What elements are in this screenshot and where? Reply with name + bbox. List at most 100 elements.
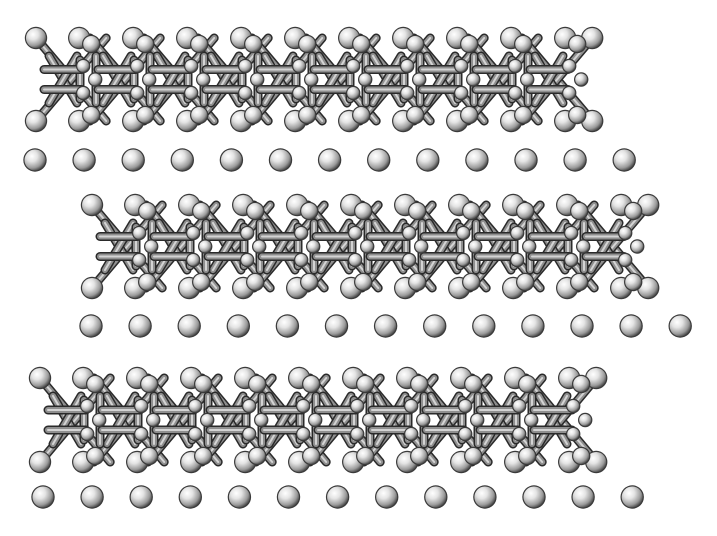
inner-atom bbox=[187, 254, 200, 266]
bond-highlight bbox=[322, 395, 352, 445]
top-atom-back bbox=[195, 376, 212, 392]
top-atom-back bbox=[461, 36, 478, 52]
terminal-atom bbox=[82, 195, 102, 215]
bond-highlight bbox=[428, 222, 458, 271]
interlayer-atom bbox=[327, 486, 349, 508]
center-atom bbox=[197, 73, 210, 86]
top-atom-back bbox=[407, 36, 424, 52]
interlayer-atom bbox=[474, 486, 496, 508]
top-atom-back bbox=[303, 376, 320, 392]
interlayer-atom bbox=[571, 315, 593, 337]
inner-atom bbox=[509, 60, 522, 72]
interlayer-atom bbox=[129, 315, 151, 337]
inner-atom bbox=[135, 400, 148, 412]
bond-highlight bbox=[48, 55, 78, 104]
terminal-atom bbox=[582, 111, 603, 131]
bond-highlight bbox=[480, 55, 510, 104]
interlayer-atom bbox=[424, 315, 446, 337]
interlayer-atom bbox=[228, 486, 250, 508]
inner-atom bbox=[81, 400, 94, 412]
inner-atom bbox=[513, 428, 526, 440]
terminal-atom bbox=[82, 278, 102, 298]
interlayer-atom bbox=[515, 149, 537, 171]
inner-atom bbox=[189, 400, 202, 412]
terminal-atom bbox=[30, 452, 50, 472]
interlayer-atom bbox=[80, 315, 102, 337]
inner-atom bbox=[349, 227, 362, 239]
bond-highlight bbox=[52, 395, 82, 445]
bond-highlight bbox=[210, 55, 240, 104]
inner-atom bbox=[131, 87, 144, 99]
top-atom-back bbox=[299, 36, 316, 52]
bond-highlight bbox=[374, 222, 404, 271]
bottom-atom-back bbox=[139, 274, 156, 290]
top-atom-back bbox=[191, 36, 208, 52]
bond-highlight bbox=[372, 55, 402, 104]
interlayer-atom bbox=[171, 149, 193, 171]
top-atom-back bbox=[569, 36, 586, 52]
inner-atom bbox=[243, 400, 256, 412]
bond-highlight bbox=[482, 222, 512, 271]
bond-highlight bbox=[156, 55, 186, 104]
bond-highlight bbox=[214, 395, 244, 445]
center-atom bbox=[523, 240, 536, 253]
interlayer-atom-row bbox=[79, 314, 692, 338]
bottom-atom-back bbox=[87, 448, 104, 464]
inner-atom bbox=[77, 60, 90, 72]
bond-highlight bbox=[430, 395, 460, 445]
inner-atom bbox=[459, 400, 472, 412]
inner-atom bbox=[401, 87, 414, 99]
bottom-atom-back bbox=[353, 107, 370, 123]
inner-atom bbox=[455, 60, 468, 72]
bottom-atom-back bbox=[299, 107, 316, 123]
bond-highlight bbox=[102, 55, 132, 104]
interlayer-atom bbox=[319, 149, 341, 171]
center-atom bbox=[575, 73, 588, 86]
top-atom-back bbox=[463, 203, 480, 219]
top-atom-back bbox=[301, 203, 318, 219]
inner-atom bbox=[405, 428, 418, 440]
interlayer-atom bbox=[122, 149, 144, 171]
bond-highlight bbox=[426, 55, 456, 104]
center-atom bbox=[305, 73, 318, 86]
center-atom bbox=[467, 73, 480, 86]
interlayer-atom bbox=[32, 486, 54, 508]
bottom-atom-back bbox=[569, 107, 586, 123]
bond-highlight bbox=[590, 222, 620, 271]
inner-atom bbox=[565, 254, 578, 266]
bond-highlight bbox=[266, 222, 296, 271]
top-atom-back bbox=[87, 376, 104, 392]
inner-atom bbox=[189, 428, 202, 440]
top-atom-back bbox=[137, 36, 154, 52]
center-atom bbox=[307, 240, 320, 253]
structure-layer-1 bbox=[23, 26, 636, 172]
center-atom bbox=[93, 414, 106, 426]
inner-atom bbox=[563, 60, 576, 72]
center-atom bbox=[469, 240, 482, 253]
interlayer-atom bbox=[375, 315, 397, 337]
bottom-atom-back bbox=[195, 448, 212, 464]
center-atom bbox=[143, 73, 156, 86]
terminal-atom bbox=[582, 28, 603, 48]
top-atom-back bbox=[247, 203, 264, 219]
inner-atom bbox=[243, 428, 256, 440]
top-atom-back bbox=[573, 376, 590, 392]
bottom-atom-back bbox=[137, 107, 154, 123]
interlayer-atom bbox=[278, 486, 299, 508]
bottom-atom-back bbox=[245, 107, 262, 123]
bottom-atom-back bbox=[249, 448, 266, 464]
bottom-atom-back bbox=[463, 274, 480, 290]
terminal-atom bbox=[586, 368, 607, 388]
center-atom bbox=[631, 240, 644, 253]
center-atom bbox=[361, 240, 374, 253]
inner-atom bbox=[567, 428, 580, 440]
inner-atom bbox=[457, 254, 470, 266]
top-atom-back bbox=[411, 376, 428, 392]
bottom-atom-back bbox=[355, 274, 372, 290]
top-atom-back bbox=[139, 203, 156, 219]
interlayer-atom bbox=[24, 149, 46, 171]
top-atom-back bbox=[357, 376, 374, 392]
framework-atoms bbox=[28, 366, 608, 474]
top-atom-back bbox=[519, 376, 536, 392]
inner-atom bbox=[351, 400, 364, 412]
